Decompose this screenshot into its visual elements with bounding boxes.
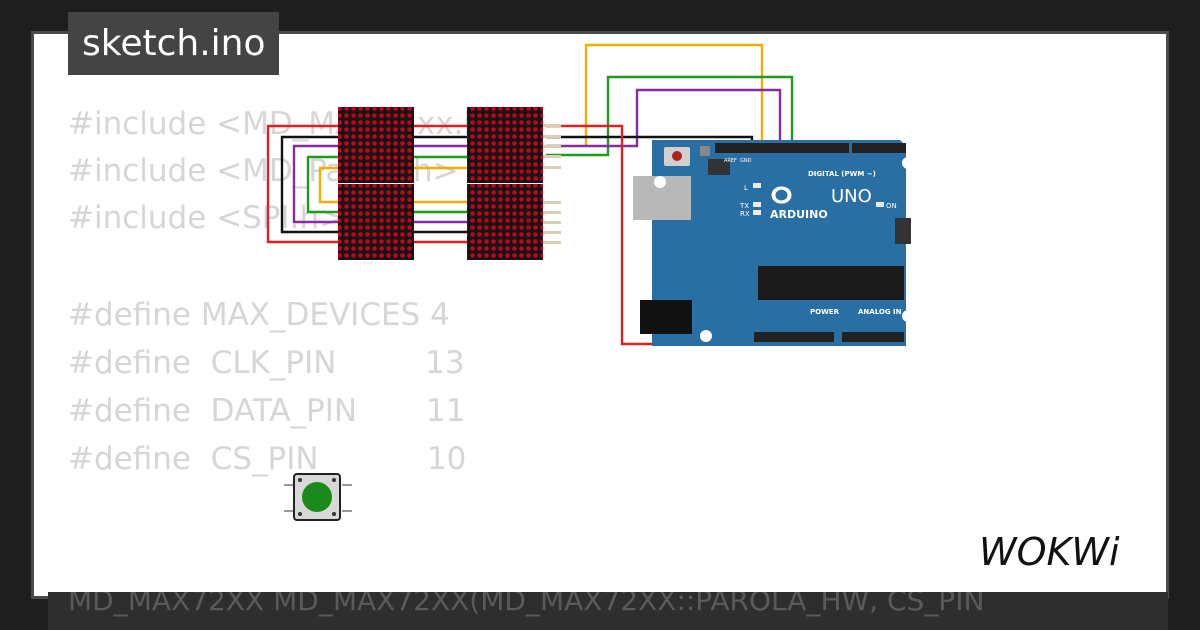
wire-green-left [306,155,338,214]
code-line: #define CS_PIN 10 [68,441,467,477]
code-overflow-text: MD_MAX72XX MD_MAX72XX(MD_MAX72XX::PAROLA… [68,592,985,617]
wire-purple [546,88,782,152]
code-line: #include <MD_Parola.h> [68,153,459,189]
wokwi-logo: WOKWi [979,530,1120,574]
canvas-card [34,34,1166,596]
arduino-uno-board[interactable]: UNO ARDUINO DIGITAL (PWM ~) POWER ANALOG… [633,140,914,346]
wire-green [546,75,794,157]
digital-header-label: DIGITAL (PWM ~) [808,170,876,178]
arduino-infinity-icon [771,186,792,204]
on-led-label: ON [886,202,897,210]
wire-red-left [266,124,338,244]
push-button[interactable] [284,473,352,521]
gnd-pin-label: GND [740,158,752,164]
wire-orange [584,43,764,152]
wire-purple-left [292,144,338,224]
power-header-label: POWER [810,308,840,316]
button-cap-icon [302,482,332,512]
code-overflow-strip: MD_MAX72XX MD_MAX72XX(MD_MAX72XX::PAROLA… [48,592,1168,630]
code-line: #define DATA_PIN 11 [68,393,466,429]
led-matrix-array[interactable] [338,107,561,260]
code-line: #define CLK_PIN 13 [68,345,465,381]
wire-black-left [280,135,338,234]
code-line: #define MAX_DEVICES 4 [68,297,450,333]
wokwi-logo-text: WOKWi [979,530,1120,574]
arduino-brand-label: ARDUINO [770,208,828,221]
aref-pin-label: AREF [724,158,737,164]
analog-header-label: ANALOG IN [858,308,902,316]
rx-led-label: RX [740,210,750,218]
l-led-label: L [744,184,748,192]
tx-led-label: TX [739,202,749,210]
wire-orange-left [318,166,338,204]
board-name-label: UNO [831,186,872,207]
code-line: #include <SPI.h> [68,200,346,236]
file-tab[interactable]: sketch.ino [68,12,280,75]
